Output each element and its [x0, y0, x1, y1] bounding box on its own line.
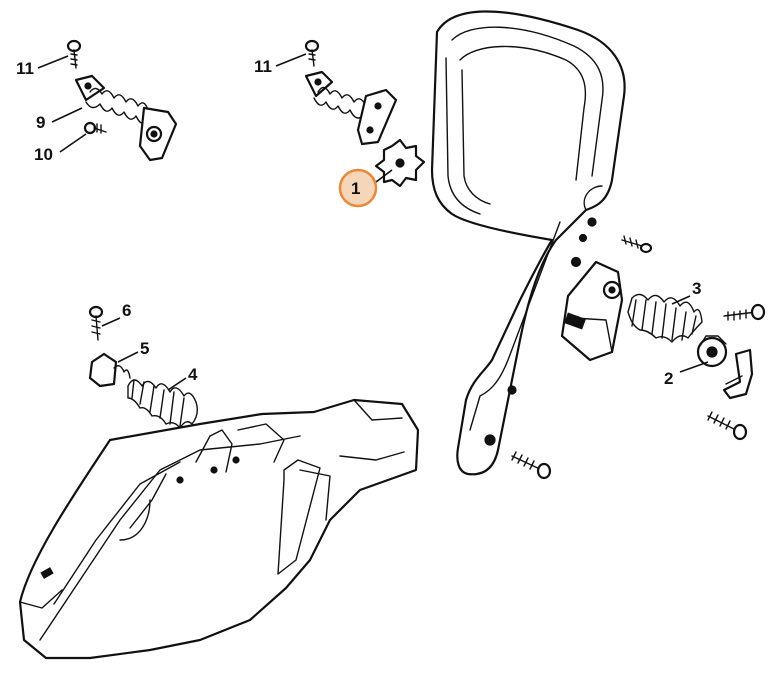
screw-part-11-left[interactable] [66, 39, 82, 69]
callout-11-right-label: 11 [254, 57, 272, 76]
callout-3-label: 3 [692, 279, 701, 298]
handle-bar[interactable] [430, 10, 626, 476]
screw-right-top[interactable] [621, 235, 653, 254]
rear-handle-housing[interactable] [18, 398, 420, 660]
buffer-part-2[interactable] [696, 335, 754, 400]
callout-1-highlighted[interactable]: 1 [338, 168, 378, 208]
callout-2-label: 2 [664, 369, 673, 388]
screw-part-6[interactable] [88, 305, 104, 341]
buffer-spring-upper-center[interactable] [304, 70, 398, 146]
buffer-spring-part-9[interactable] [74, 74, 178, 162]
screw-right-low[interactable] [707, 411, 748, 441]
handle-mount-block[interactable] [560, 260, 624, 362]
spring-part-3[interactable] [627, 293, 703, 343]
callout-5-label: 5 [140, 339, 149, 358]
screw-right-mid[interactable] [723, 303, 766, 321]
spring-part-4[interactable] [127, 379, 199, 429]
plug-part-5[interactable] [88, 352, 131, 388]
leader-lines [37, 53, 709, 391]
callout-6-label: 6 [122, 301, 131, 320]
callout-4-label: 4 [188, 365, 198, 384]
callout-1-label: 1 [351, 179, 360, 198]
callout-11-left-label: 11 [16, 59, 34, 78]
screw-part-11-right[interactable] [304, 39, 320, 67]
buffer-part-1[interactable] [374, 138, 426, 188]
screw-part-10[interactable] [83, 121, 107, 135]
callout-10-label: 10 [34, 145, 53, 164]
screw-bottom-center[interactable] [511, 451, 552, 480]
callout-9-label: 9 [36, 113, 45, 132]
